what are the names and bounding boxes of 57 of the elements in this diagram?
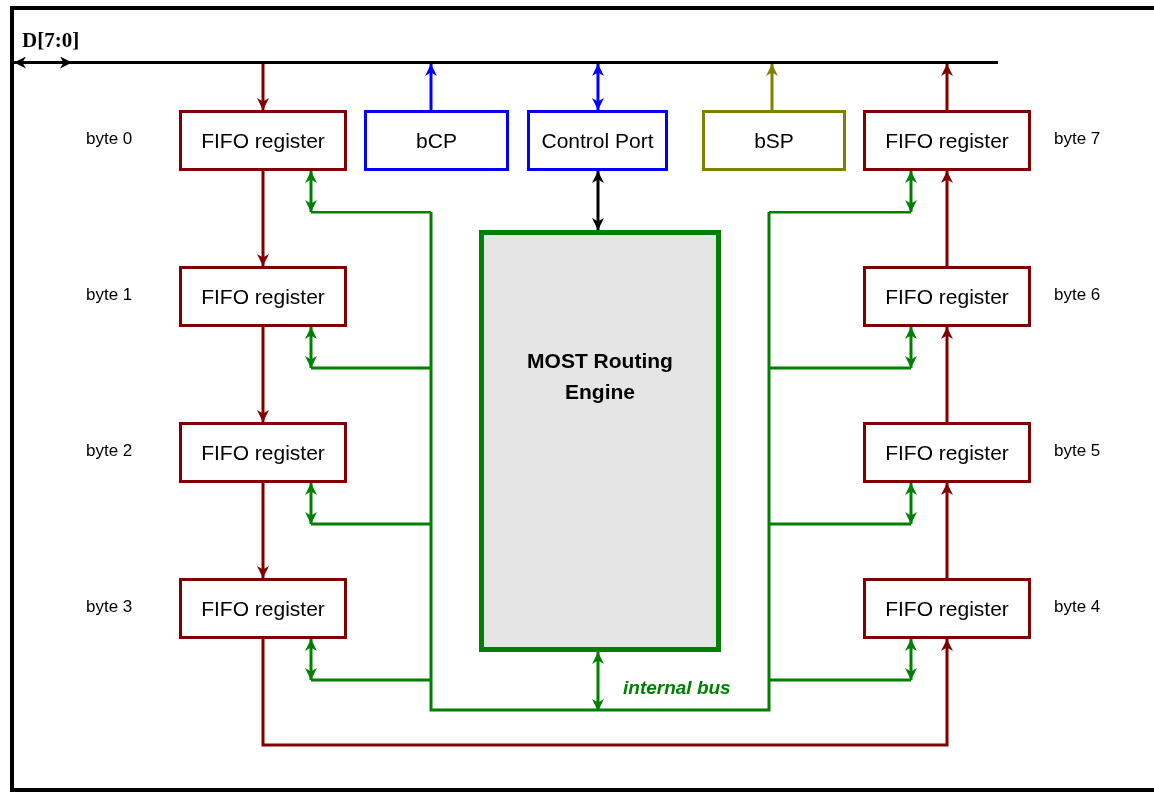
arrow [425,64,437,110]
arrow [905,483,917,524]
bus-label: D[7:0] [22,28,80,53]
arrow [257,483,269,578]
byte-label: byte 6 [1054,285,1101,305]
box-label: FIFO register [885,596,1009,621]
byte-label: byte 1 [86,285,133,305]
arrow [305,171,317,212]
arrow [941,483,953,578]
fifo-register-box [863,578,1031,639]
box-label: FIFO register [201,284,325,309]
box-label: FIFO register [201,440,325,465]
arrow [592,64,604,110]
box-label: bSP [754,128,794,153]
box-label: bCP [416,128,457,153]
arrow [905,639,917,680]
arrow [941,327,953,422]
arrow [905,327,917,368]
fifo-register-box [863,422,1031,483]
arrow [941,171,953,266]
box-label: FIFO register [885,128,1009,153]
bus-arrow [14,56,72,69]
fifo-register-box [179,266,347,327]
port-box [364,110,509,171]
arrow [257,171,269,266]
port-box [702,110,846,171]
box-label: Control Port [541,128,654,153]
fifo-register-box [863,110,1031,171]
box-label: FIFO register [885,284,1009,309]
byte-label: byte 2 [86,441,133,461]
byte-label: byte 0 [86,129,133,149]
byte-label: byte 7 [1054,129,1101,149]
routing-engine-box [479,230,721,652]
byte-label: byte 5 [1054,441,1101,461]
port-box [527,110,668,171]
arrow [305,639,317,680]
byte-label: byte 4 [1054,597,1101,617]
fifo-register-box [179,578,347,639]
bus-label: internal bus [623,677,731,699]
box-label: FIFO register [201,128,325,153]
byte-label: byte 3 [86,597,133,617]
arrow [941,64,953,110]
fifo-register-box [179,110,347,171]
box-label: FIFO register [885,440,1009,465]
arrow [905,171,917,212]
arrow [592,652,604,711]
arrow [305,327,317,368]
fifo-register-box [179,422,347,483]
arrow [261,639,953,747]
arrow [766,64,778,110]
arrow [592,171,604,230]
box-label: FIFO register [201,596,325,621]
fifo-register-box [863,266,1031,327]
arrow [257,327,269,422]
arrow [305,483,317,524]
engine-label: MOST Routing Engine [526,348,674,405]
arrow [257,64,269,110]
